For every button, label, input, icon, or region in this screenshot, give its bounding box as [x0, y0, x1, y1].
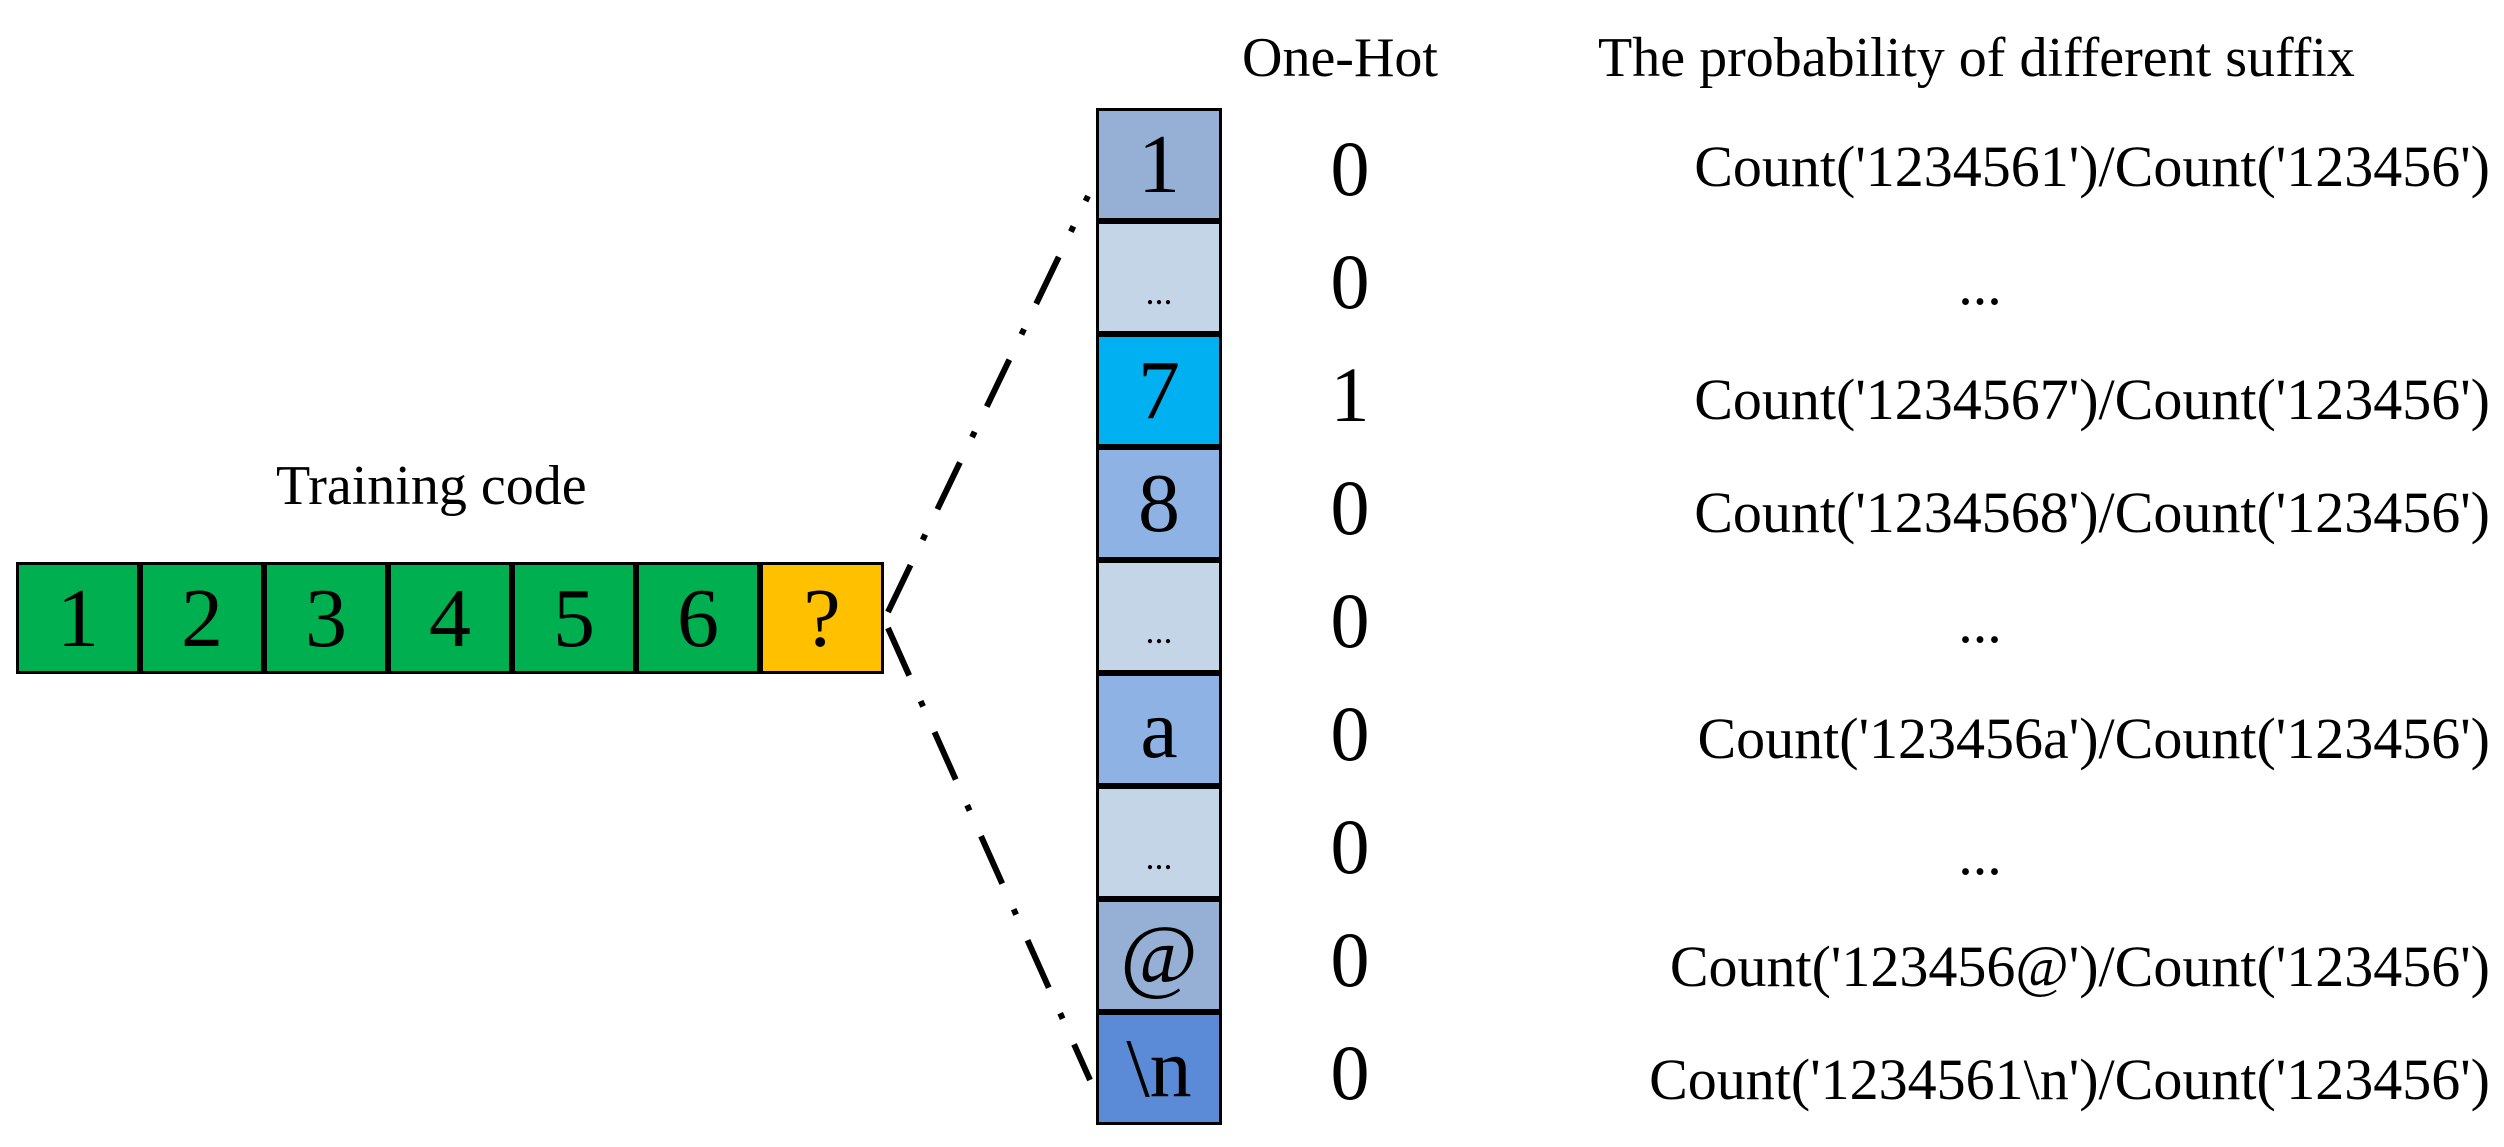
training-code-label: Training code: [276, 455, 587, 517]
code-cell: 4: [388, 562, 512, 674]
vocab-cell: ...: [1096, 786, 1222, 899]
vocab-cell: \n: [1096, 1012, 1222, 1125]
code-cell: 1: [16, 562, 140, 674]
vocab-symbol: ...: [1145, 272, 1173, 312]
vocab-symbol: 7: [1138, 344, 1180, 437]
query-cell: ?: [760, 562, 884, 674]
code-cell-text: 5: [553, 571, 595, 665]
probability-formula: Count('1234561')/Count('123456'): [1694, 134, 2490, 199]
probability-formula: Count('123456@')/Count('123456'): [1669, 934, 2490, 999]
vocab-cell: a: [1096, 673, 1222, 786]
query-cell-text: ?: [803, 571, 841, 665]
code-cell: 5: [512, 562, 636, 674]
probability-formula: Count('1234567')/Count('123456'): [1694, 367, 2490, 432]
one-hot-header: One-Hot: [1242, 27, 1438, 89]
vocab-cell: ...: [1096, 560, 1222, 673]
vocab-symbol: ...: [1145, 837, 1173, 877]
code-cell: 3: [264, 562, 388, 674]
one-hot-value: 0: [1330, 803, 1370, 890]
code-cell-text: 2: [181, 571, 223, 665]
lower-connector-line: [885, 626, 1093, 1082]
code-cell-text: 6: [677, 571, 719, 665]
code-cell-text: 1: [57, 571, 99, 665]
probability-ellipsis: ...: [1958, 252, 2002, 317]
probability-formula: Count('123456a')/Count('123456'): [1697, 706, 2490, 771]
one-hot-value: 0: [1330, 238, 1370, 325]
one-hot-value: 0: [1330, 577, 1370, 664]
code-cell-text: 4: [429, 571, 471, 665]
probability-header: The probability of different suffix: [1598, 27, 2355, 89]
vocab-symbol: ...: [1145, 611, 1173, 651]
code-cell: 6: [636, 562, 760, 674]
probability-ellipsis: ...: [1958, 822, 2002, 887]
vocab-cell: ...: [1096, 221, 1222, 334]
vocab-symbol: 8: [1138, 457, 1180, 550]
vocab-cell: 7: [1096, 334, 1222, 447]
upper-connector-line: [885, 194, 1091, 614]
code-cell-text: 3: [305, 571, 347, 665]
vocab-cell: 1: [1096, 108, 1222, 221]
one-hot-value: 1: [1330, 351, 1370, 438]
vocab-cell: 8: [1096, 447, 1222, 560]
probability-formula: Count('1234561\n')/Count('123456'): [1649, 1047, 2490, 1112]
vocab-symbol: @: [1120, 909, 1198, 1002]
one-hot-value: 0: [1330, 125, 1370, 212]
one-hot-value: 0: [1330, 690, 1370, 777]
one-hot-value: 0: [1330, 1029, 1370, 1116]
vocab-symbol: a: [1140, 683, 1178, 776]
vocab-cell: @: [1096, 899, 1222, 1012]
one-hot-value: 0: [1330, 916, 1370, 1003]
code-cell: 2: [140, 562, 264, 674]
one-hot-value: 0: [1330, 464, 1370, 551]
vocab-symbol: \n: [1126, 1022, 1192, 1115]
vocab-symbol: 1: [1138, 118, 1180, 211]
probability-formula: Count('1234568')/Count('123456'): [1694, 480, 2490, 545]
probability-ellipsis: ...: [1958, 590, 2002, 655]
